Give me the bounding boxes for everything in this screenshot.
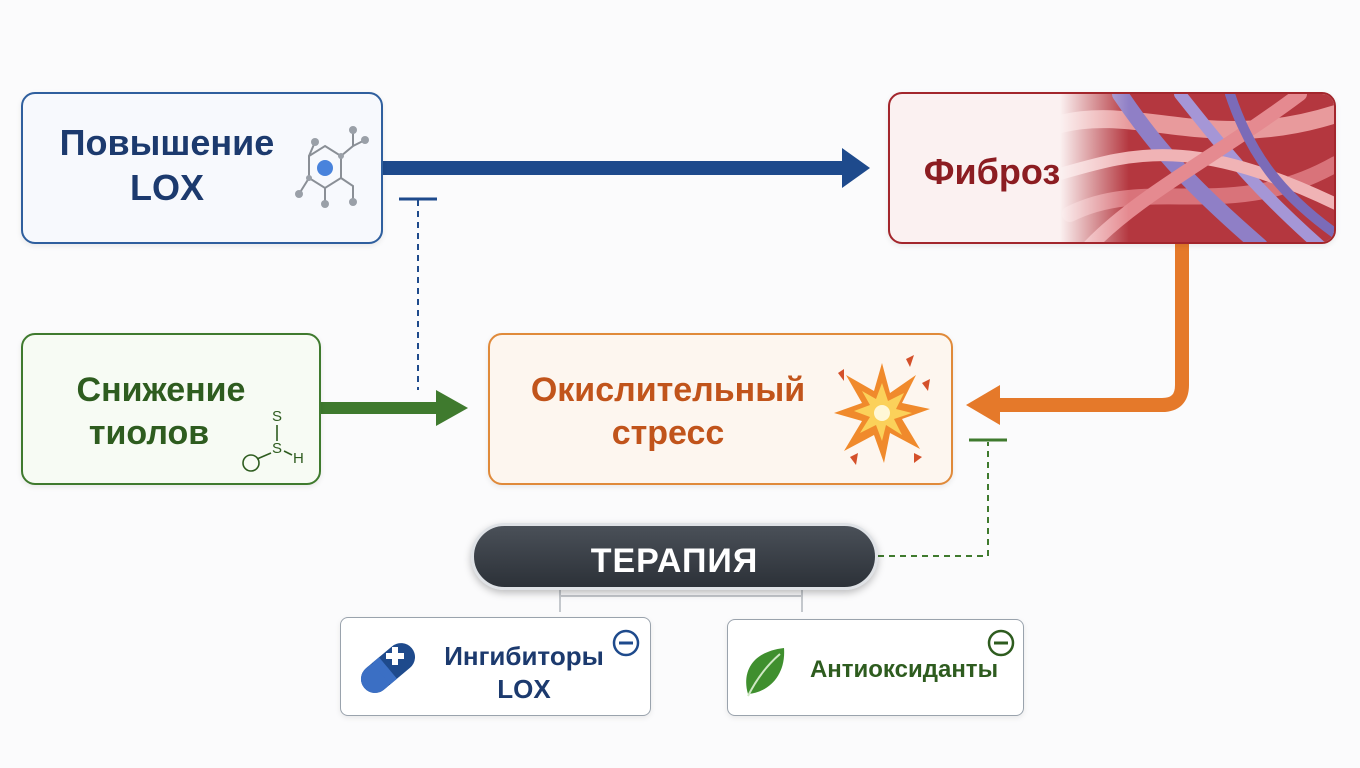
- node-thiol-decrease-label: Снижение тиолов: [41, 369, 281, 454]
- node-fibrosis-label: Фиброз: [923, 151, 1061, 192]
- thiol-s-top: S: [272, 408, 282, 425]
- node-antioxidants-label: Антиоксиданты: [809, 656, 999, 683]
- oxidative-stress-line2: стресс: [611, 413, 725, 452]
- inhibition-line-therapy: [878, 442, 989, 557]
- explosion-icon: [834, 355, 930, 465]
- pill-icon: [360, 643, 416, 693]
- node-thiol-decrease[interactable]: Снижение тиолов S S H: [21, 333, 321, 485]
- node-lox-inhibitors[interactable]: Ингибиторы LOX: [340, 617, 651, 716]
- node-therapy-label: ТЕРАПИЯ: [590, 542, 759, 580]
- node-lox-increase-label: Повышение LOX: [47, 120, 287, 210]
- lox-increase-line1: Повышение: [59, 122, 275, 163]
- thiol-h: H: [293, 450, 304, 467]
- node-oxidative-stress[interactable]: Окислительный стресс: [488, 333, 953, 485]
- therapy-branch: [559, 590, 803, 612]
- leaf-icon: [746, 648, 785, 697]
- node-antioxidants[interactable]: Антиоксиданты: [727, 619, 1024, 716]
- oxidative-stress-line1: Окислительный: [530, 371, 806, 409]
- node-lox-increase[interactable]: Повышение LOX: [21, 92, 383, 244]
- node-oxidative-stress-label: Окислительный стресс: [498, 369, 838, 454]
- arrow-thiol-to-stress-head: [436, 390, 468, 426]
- lox-inhibitors-line2: LOX: [497, 673, 551, 704]
- arrow-fibrosis-to-stress: [998, 244, 1189, 412]
- minus-circle-icon: [987, 629, 1015, 657]
- lox-increase-line2: LOX: [129, 167, 204, 208]
- fibrosis-tissue-image: [1060, 94, 1334, 242]
- thiol-decrease-line2: тиолов: [88, 413, 210, 452]
- node-therapy[interactable]: ТЕРАПИЯ: [471, 523, 878, 590]
- minus-circle-icon: [612, 629, 640, 657]
- node-fibrosis[interactable]: Фиброз: [888, 92, 1336, 244]
- thiol-decrease-line1: Снижение: [76, 371, 246, 409]
- thiol-structure-icon: S S H: [242, 408, 304, 472]
- node-lox-inhibitors-label: Ингибиторы LOX: [429, 640, 619, 705]
- lox-inhibitors-line1: Ингибиторы: [444, 641, 604, 671]
- molecule-icon: [295, 126, 369, 208]
- arrow-lox-to-fibrosis-head: [842, 148, 870, 188]
- arrow-fibrosis-to-stress-head: [966, 385, 1000, 425]
- thiol-s-mid: S: [272, 440, 282, 457]
